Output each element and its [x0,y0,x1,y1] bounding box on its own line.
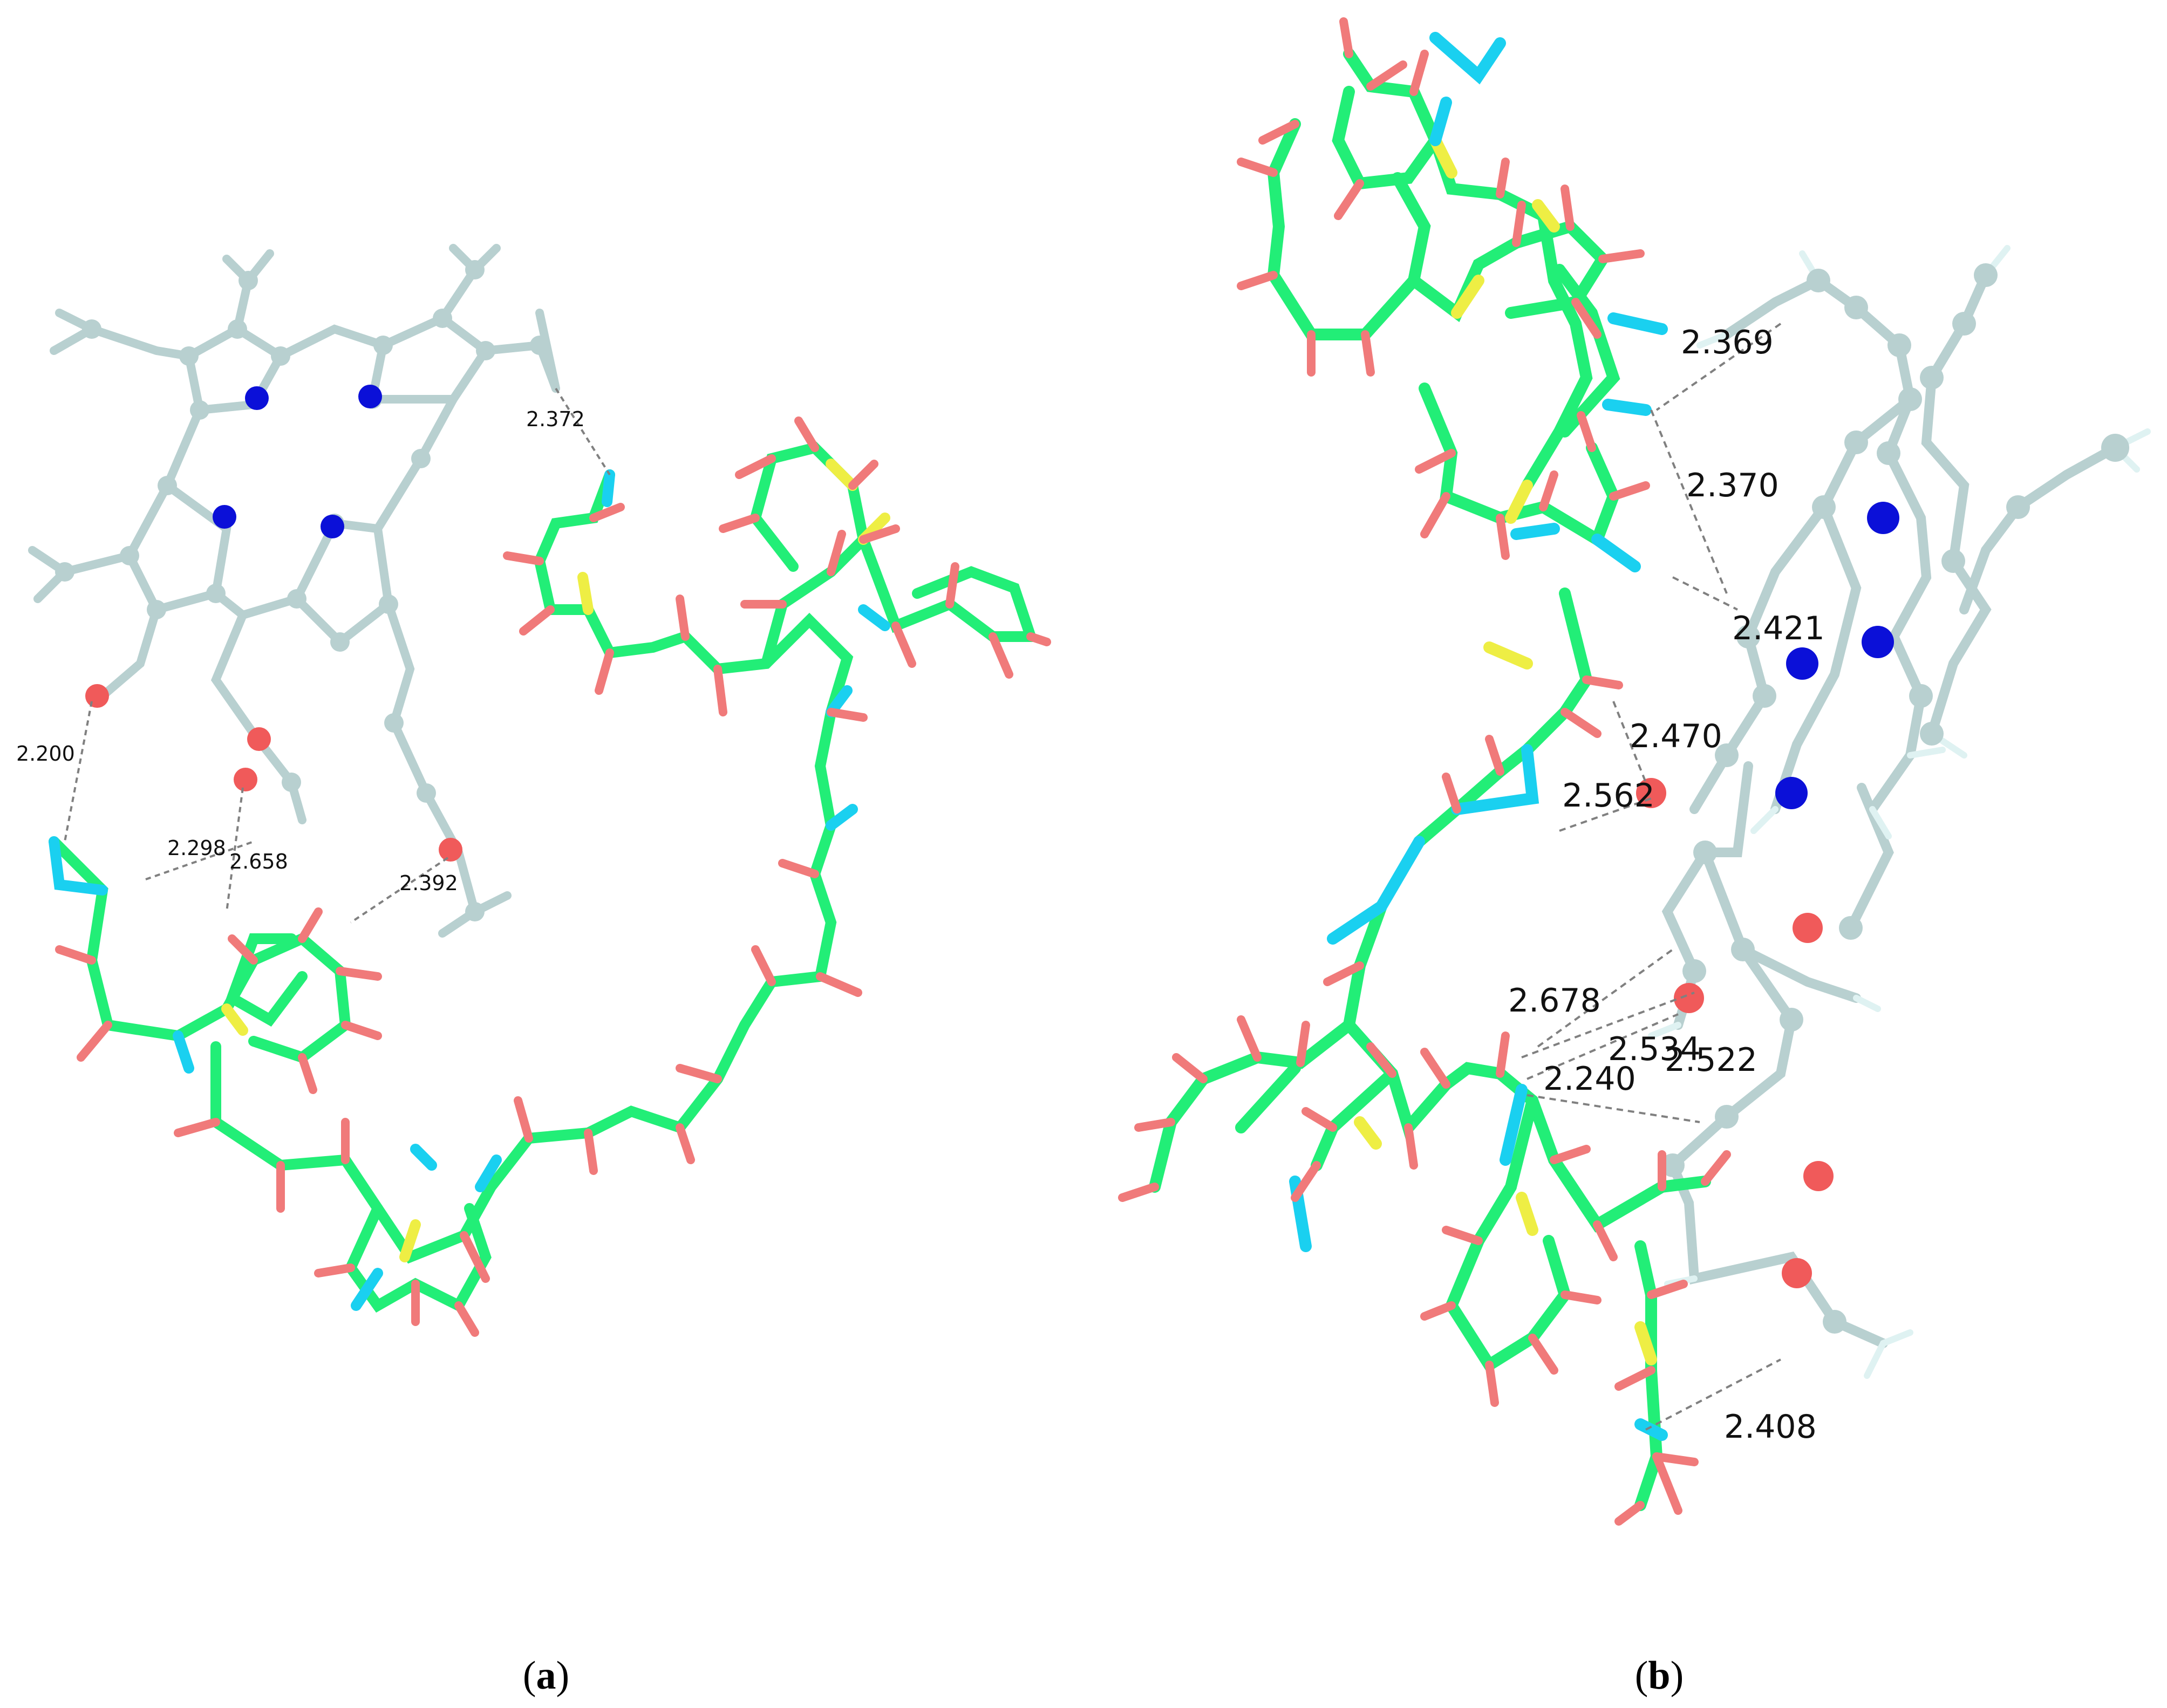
distance-label: 2.200 [16,742,75,766]
panel-a: 2.372 2.200 2.298 2.658 2.392 [16,244,1051,1337]
distance-label: 2.421 [1732,610,1825,647]
panel-b-carbon-atoms [1661,263,2129,1334]
distance-label: 2.240 [1543,1060,1636,1098]
distance-label: 2.408 [1724,1408,1817,1446]
panel-b-caption-letter: b [1648,1654,1670,1698]
distance-label: 2.658 [229,850,288,873]
distance-label: 2.678 [1508,982,1601,1020]
distance-label: 2.369 [1681,324,1774,361]
panel-b-nitrogen-atoms [1775,502,1899,809]
distance-label: 2.372 [526,407,585,431]
panel-b-porphyrin [1648,245,2151,1379]
panel-b-oxygen-atoms [1636,778,1834,1288]
panel-a-caption-letter: a [536,1654,556,1698]
panel-a-ligand [49,416,1051,1337]
distance-label: 2.562 [1562,777,1655,815]
distance-label: 2.298 [167,836,226,860]
distance-label: 2.370 [1686,467,1779,504]
panel-b-ligand [1118,17,1731,1526]
panel-a-porphyrin [28,244,560,938]
panel-b: 2.369 2.370 2.421 2.470 2.562 2.678 2.53… [1118,17,2151,1526]
panel-a-caption: (a) [523,1654,569,1698]
distance-label: 2.392 [399,871,458,895]
panel-a-nitrogen-atoms [213,385,382,538]
panel-a-distance-labels: 2.372 2.200 2.298 2.658 2.392 [16,407,585,895]
panel-b-hbonds [1521,323,1782,1431]
distance-label: 2.470 [1630,718,1722,755]
distance-label: 2.534 [1608,1030,1701,1068]
distance-label: 2.522 [1665,1041,1757,1079]
panel-a-oxygen-atoms [85,684,462,862]
panel-b-distance-labels: 2.369 2.370 2.421 2.470 2.562 2.678 2.53… [1508,324,1825,1446]
panel-a-hbonds [64,387,611,924]
panel-b-caption: (b) [1635,1654,1684,1698]
